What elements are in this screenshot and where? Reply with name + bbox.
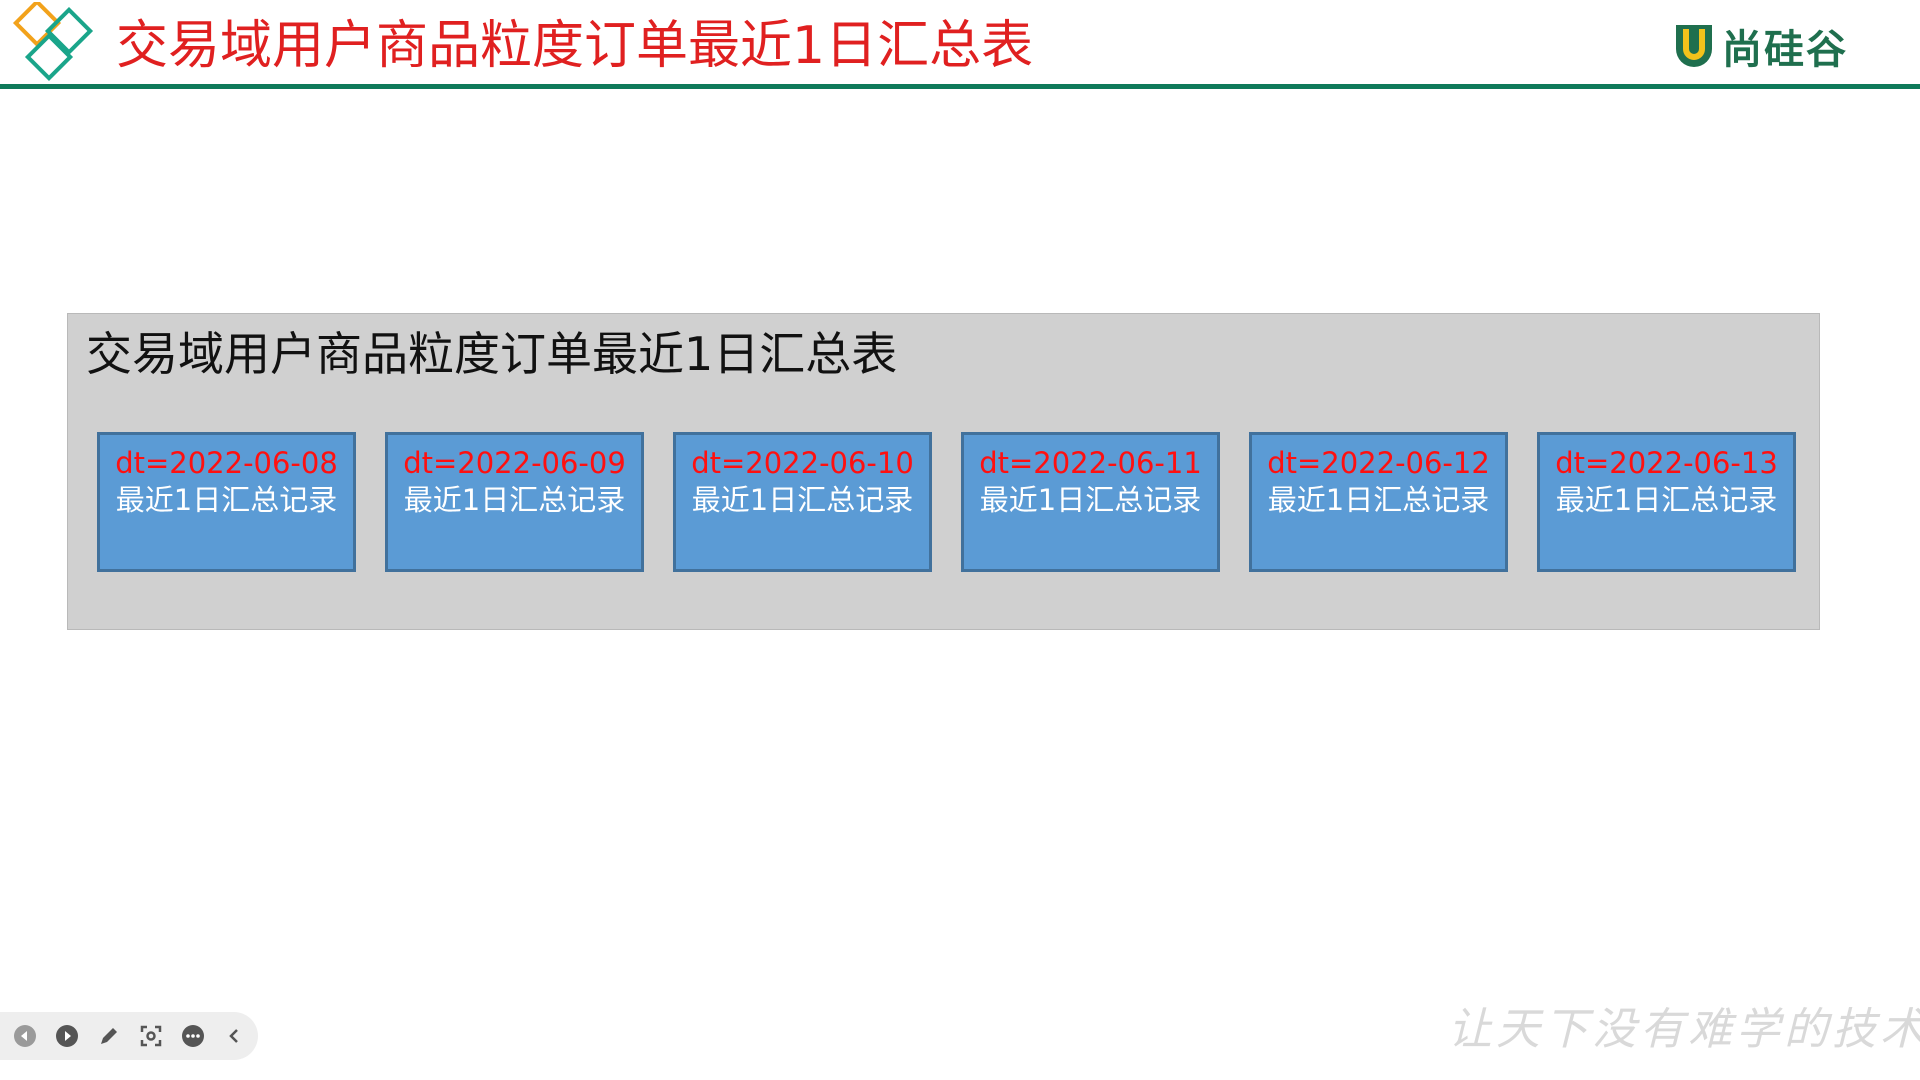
partition-date: dt=2022-06-11 — [979, 446, 1202, 480]
partition-card: dt=2022-06-11 最近1日汇总记录 — [961, 432, 1220, 572]
screenshot-icon[interactable] — [138, 1023, 164, 1049]
presenter-toolbar — [0, 1012, 258, 1060]
partition-label: 最近1日汇总记录 — [403, 483, 626, 517]
partition-date: dt=2022-06-12 — [1267, 446, 1490, 480]
play-icon[interactable] — [54, 1023, 80, 1049]
collapse-icon[interactable] — [222, 1023, 248, 1049]
partition-date: dt=2022-06-13 — [1555, 446, 1778, 480]
partition-card: dt=2022-06-12 最近1日汇总记录 — [1249, 432, 1508, 572]
partition-label: 最近1日汇总记录 — [979, 483, 1202, 517]
panel-title: 交易域用户商品粒度订单最近1日汇总表 — [86, 327, 898, 381]
pen-icon[interactable] — [96, 1023, 122, 1049]
partition-label: 最近1日汇总记录 — [115, 483, 338, 517]
partition-card: dt=2022-06-08 最近1日汇总记录 — [97, 432, 356, 572]
partition-card: dt=2022-06-10 最近1日汇总记录 — [673, 432, 932, 572]
partition-label: 最近1日汇总记录 — [1555, 483, 1778, 517]
diamond-logo-icon — [12, 2, 94, 82]
brand-name: 尚硅谷 — [1722, 27, 1848, 73]
brand-u-icon — [1676, 25, 1712, 67]
more-icon[interactable] — [180, 1023, 206, 1049]
footer-slogan: 让天下没有难学的技术 — [1448, 1004, 1920, 1055]
header-divider — [0, 84, 1920, 89]
partition-date: dt=2022-06-08 — [115, 446, 338, 480]
page-title: 交易域用户商品粒度订单最近1日汇总表 — [116, 16, 1034, 76]
partition-label: 最近1日汇总记录 — [691, 483, 914, 517]
partition-card: dt=2022-06-09 最近1日汇总记录 — [385, 432, 644, 572]
brand-logo: 尚硅谷 — [1672, 18, 1848, 74]
table-panel: 交易域用户商品粒度订单最近1日汇总表 dt=2022-06-08 最近1日汇总记… — [67, 313, 1820, 630]
partition-date: dt=2022-06-09 — [403, 446, 626, 480]
previous-icon[interactable] — [12, 1023, 38, 1049]
slide-header: 交易域用户商品粒度订单最近1日汇总表 尚硅谷 — [0, 0, 1920, 92]
partition-label: 最近1日汇总记录 — [1267, 483, 1490, 517]
partition-date: dt=2022-06-10 — [691, 446, 914, 480]
partition-card: dt=2022-06-13 最近1日汇总记录 — [1537, 432, 1796, 572]
